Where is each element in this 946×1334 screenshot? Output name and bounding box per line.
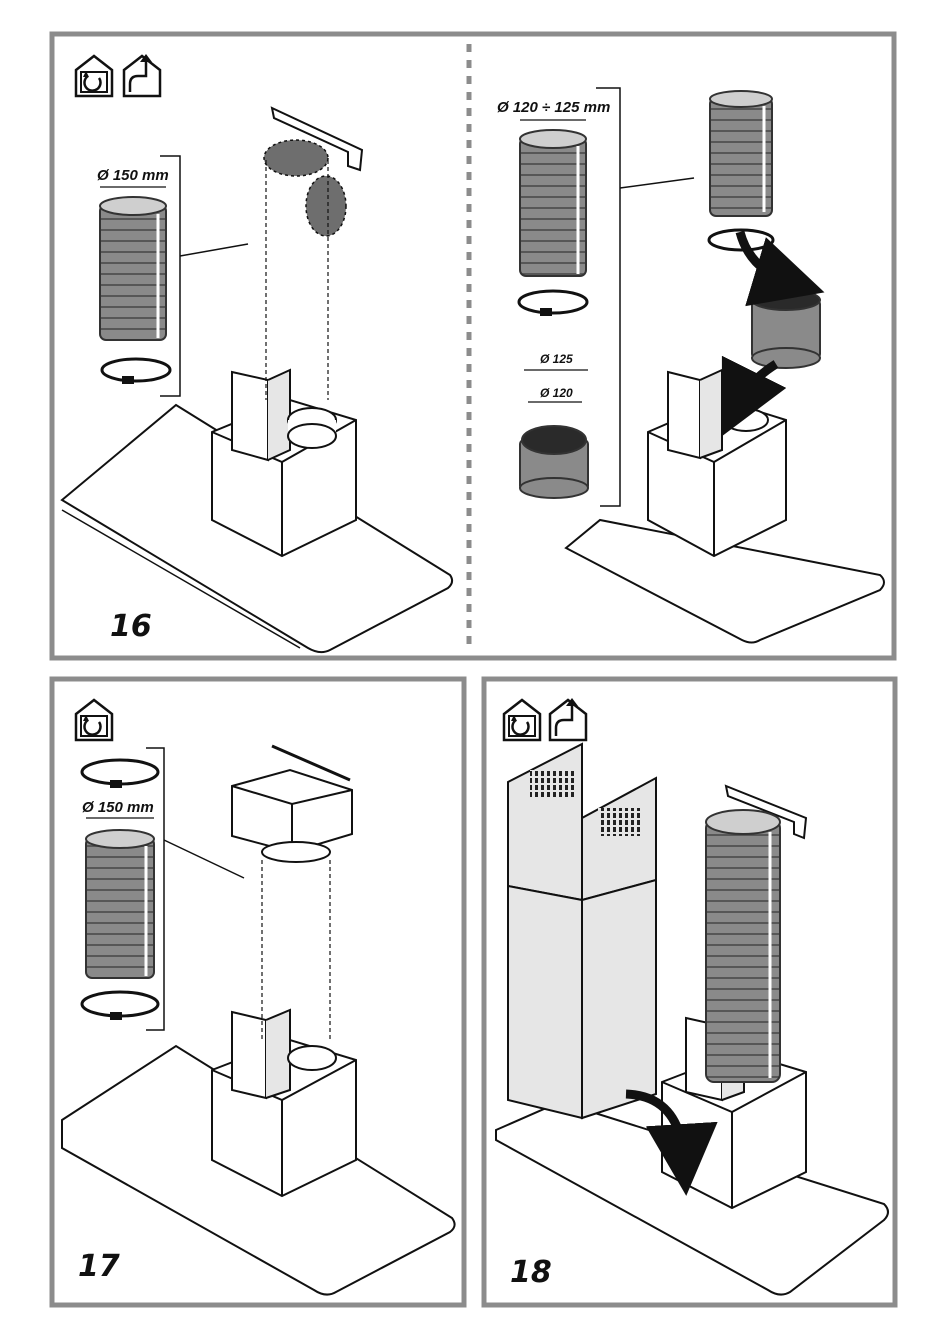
recirculation-house-icon bbox=[76, 700, 112, 740]
panel-17: Ø 150 mm 17 bbox=[52, 679, 464, 1305]
arrow-icon bbox=[740, 232, 790, 282]
ceiling-hole-guide bbox=[264, 140, 328, 176]
chimney-cover bbox=[508, 744, 656, 1118]
adapter-outer-label: Ø 125 bbox=[540, 352, 573, 366]
recirculation-house-icon bbox=[76, 56, 112, 96]
adapter-inner-label: Ø 120 bbox=[540, 386, 573, 400]
hose-clamp bbox=[102, 359, 170, 384]
reducer-adapter bbox=[520, 426, 588, 498]
hose-clamp bbox=[82, 760, 158, 788]
recirculation-box bbox=[232, 746, 352, 862]
panel-16: Ø 150 mm 16 bbox=[52, 34, 894, 658]
reducer-adapter bbox=[752, 290, 820, 368]
extraction-house-icon bbox=[124, 54, 160, 96]
flexible-hose bbox=[86, 830, 154, 978]
hose-clamp bbox=[519, 291, 587, 316]
step-number: 16 bbox=[110, 609, 152, 644]
arrow-icon bbox=[738, 364, 776, 404]
wall-hole-guide bbox=[306, 176, 346, 236]
hose-diameter-label: Ø 150 mm bbox=[82, 799, 154, 816]
hose-diameter-label: Ø 150 mm bbox=[97, 167, 169, 184]
panel-18: 18 bbox=[484, 679, 895, 1305]
vent-grille bbox=[598, 808, 642, 836]
hose-diameter-label: Ø 120 ÷ 125 mm bbox=[497, 99, 610, 116]
flexible-hose bbox=[520, 130, 586, 276]
flexible-hose bbox=[710, 91, 772, 216]
hood-body bbox=[212, 1010, 356, 1196]
extraction-house-icon bbox=[550, 698, 586, 740]
hose-clamp bbox=[82, 992, 158, 1020]
vent-grille bbox=[530, 770, 574, 798]
flexible-hose bbox=[706, 810, 780, 1082]
hood-body bbox=[212, 370, 356, 556]
hood-body bbox=[648, 370, 786, 556]
recirculation-house-icon bbox=[504, 700, 540, 740]
step-number: 17 bbox=[78, 1249, 120, 1284]
step-number: 18 bbox=[510, 1255, 552, 1290]
flexible-hose bbox=[100, 197, 166, 340]
